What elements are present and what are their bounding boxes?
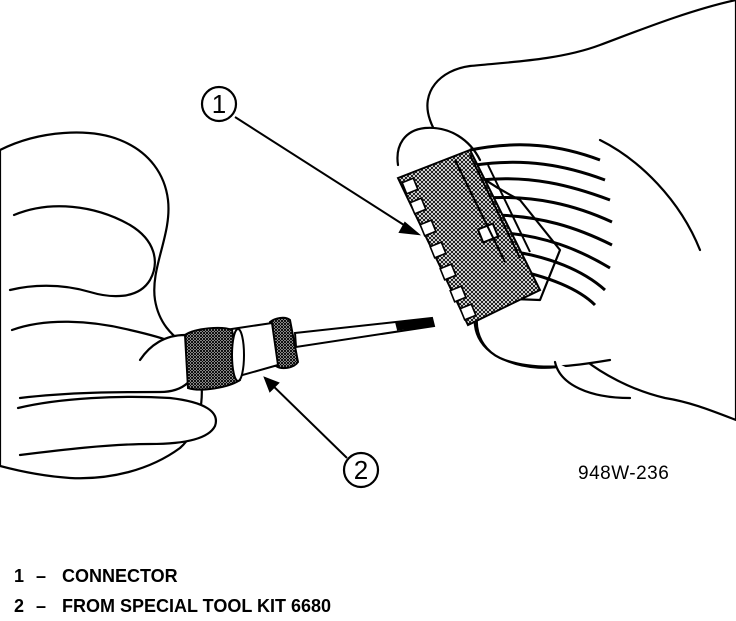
- leader-line-1: [234, 116, 419, 235]
- legend-item-dash: –: [36, 566, 47, 586]
- leader-lines: [234, 116, 422, 459]
- wire-bundle: [469, 143, 613, 307]
- leader-arrowhead-2: [263, 376, 280, 393]
- legend-item-dash: –: [36, 596, 47, 616]
- figure-id: 948W-236: [578, 463, 670, 484]
- pin-removal-tool-drawing: [183, 316, 436, 391]
- legend-item-number: 1: [14, 566, 25, 586]
- callout-1: 1: [200, 85, 238, 123]
- connector-drawing: [396, 143, 613, 327]
- legend-item-text: FROM SPECIAL TOOL KIT 6680: [62, 596, 332, 616]
- legend-item-connector: 1 – CONNECTOR: [14, 561, 331, 591]
- legend: 1 – CONNECTOR 2 – FROM SPECIAL TOOL KIT …: [14, 561, 331, 621]
- legend-item-number: 2: [14, 596, 25, 616]
- left-hand-drawing: [0, 131, 218, 480]
- leader-arrowhead-1: [398, 221, 422, 236]
- legend-item-text: CONNECTOR: [62, 566, 178, 586]
- callout-1-number: 1: [212, 89, 226, 119]
- technical-illustration: 1 2: [0, 0, 736, 489]
- callout-2-number: 2: [354, 455, 368, 485]
- callout-2: 2: [342, 451, 380, 489]
- legend-item-special-tool: 2 – FROM SPECIAL TOOL KIT 6680: [14, 591, 331, 621]
- leader-line-2: [264, 377, 348, 459]
